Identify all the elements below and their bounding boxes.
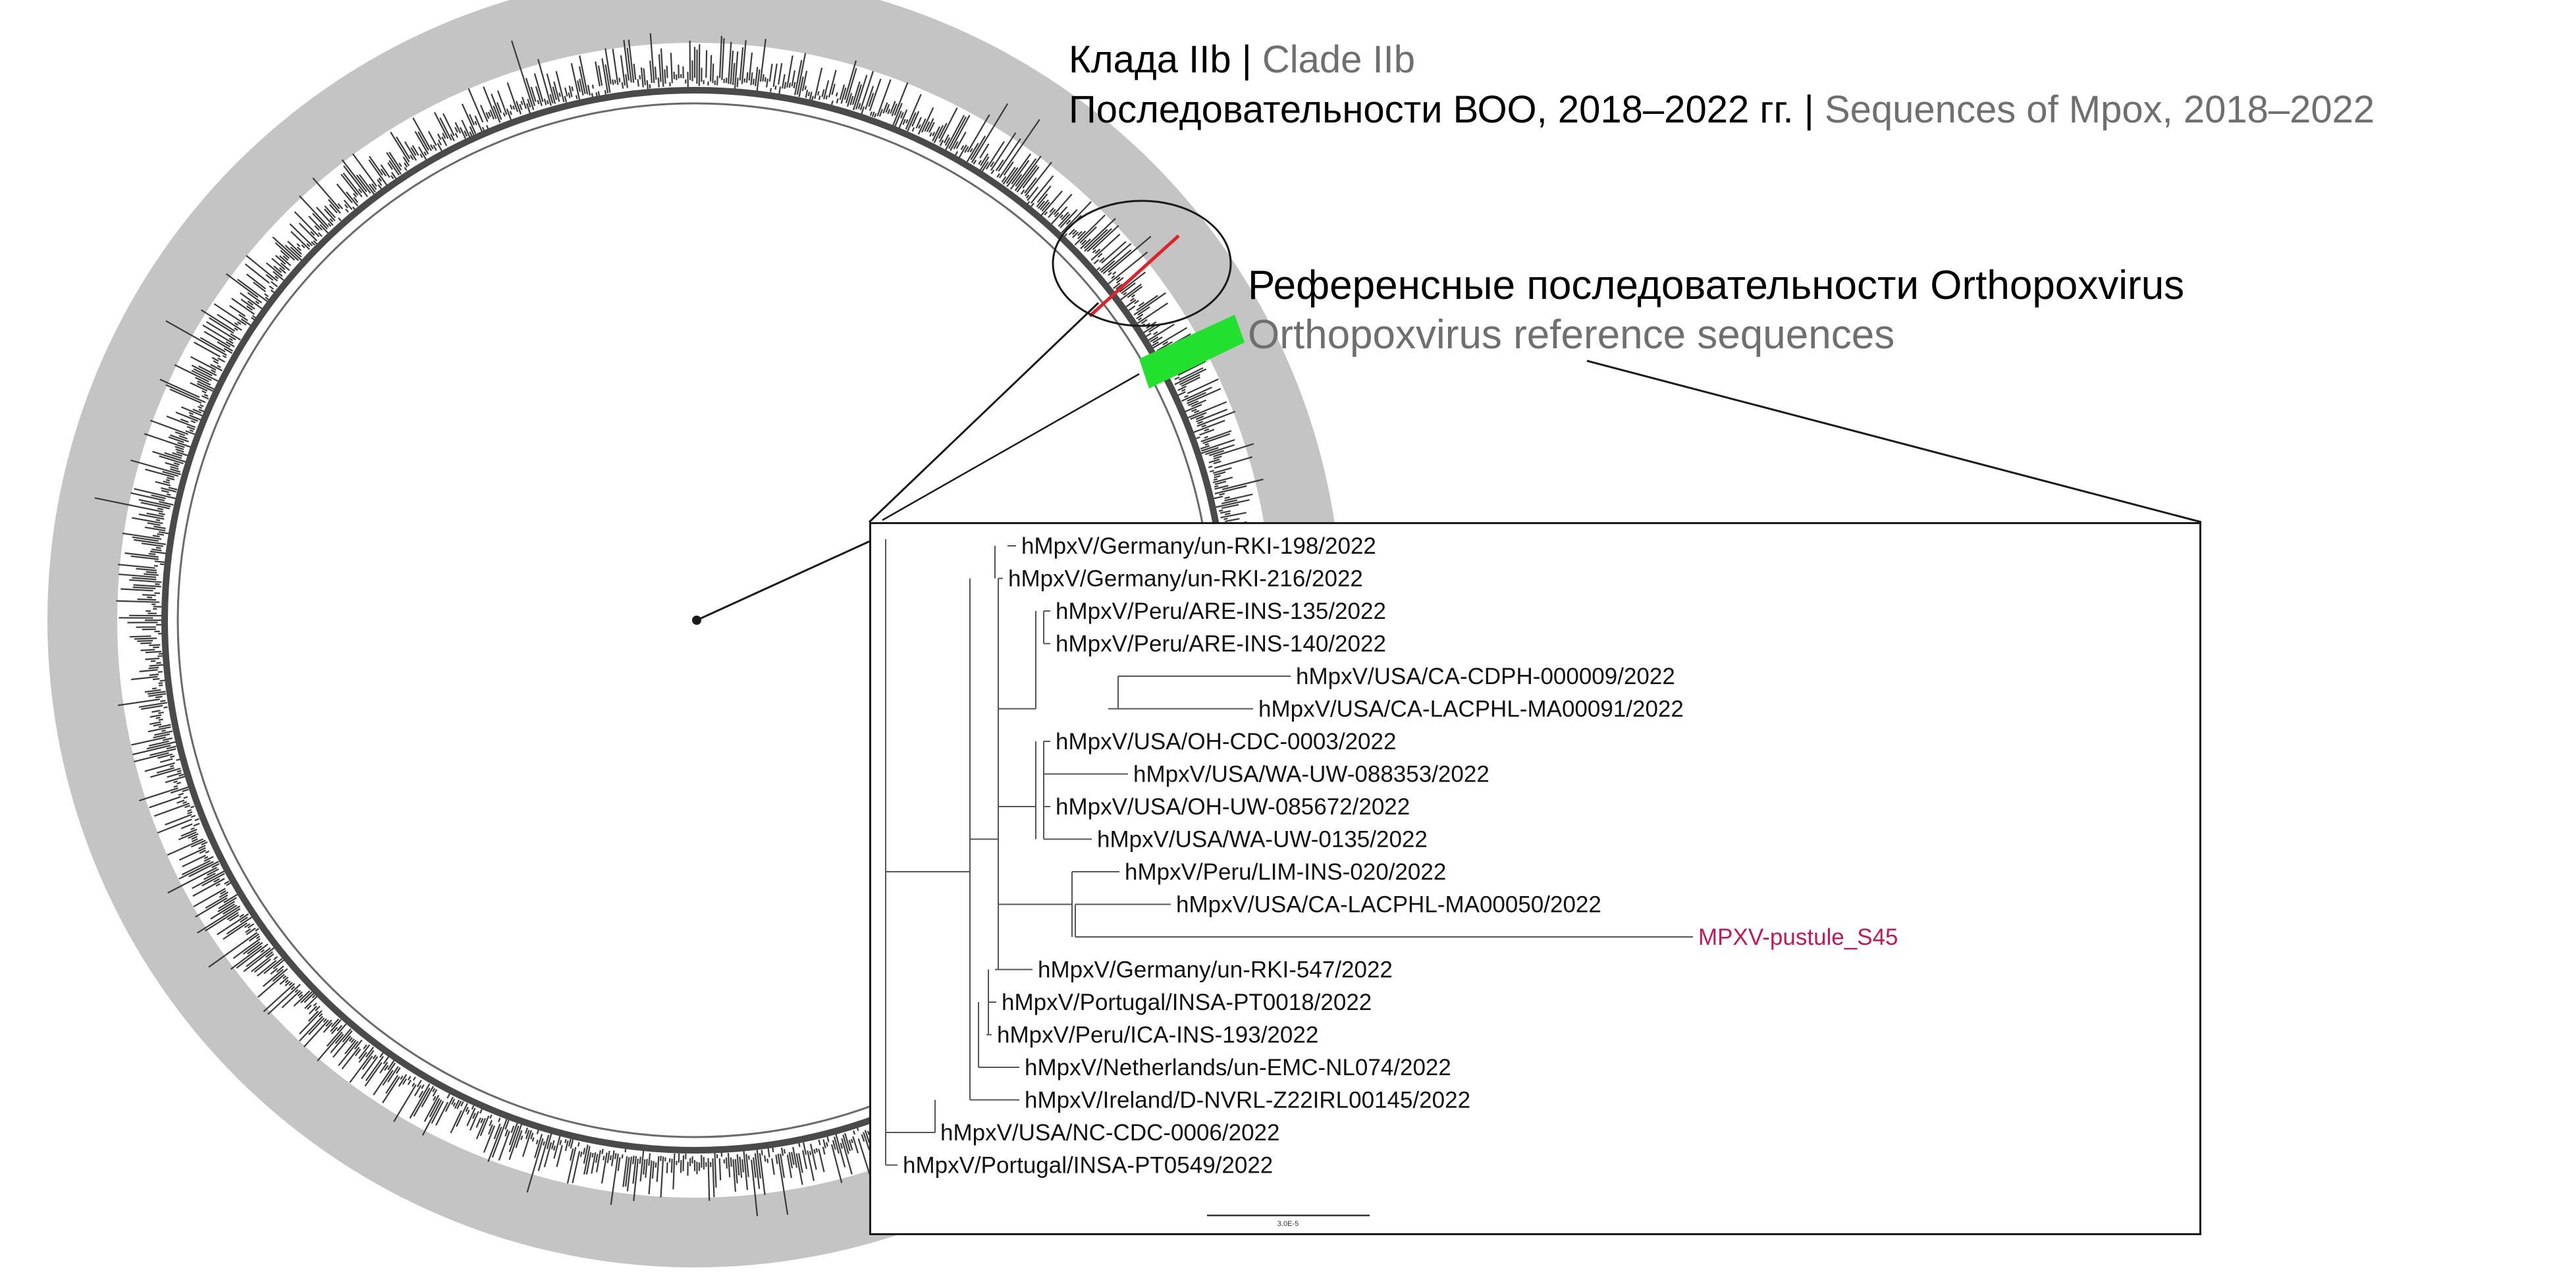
leaf-label: hMpxV/USA/CA-LACPHL-MA00050/2022 bbox=[1176, 892, 1601, 918]
leaf-label: hMpxV/Portugal/INSA-PT0018/2022 bbox=[1002, 990, 1372, 1015]
clade-title: Клада IIb | Clade IIb bbox=[1069, 41, 1415, 79]
scale-bar-label: 3.0E-5 bbox=[1277, 1220, 1299, 1228]
leaf-label: hMpxV/USA/OH-CDC-0003/2022 bbox=[1056, 729, 1396, 755]
separator: | bbox=[1231, 38, 1262, 81]
leaf-label: hMpxV/Peru/ICA-INS-193/2022 bbox=[997, 1023, 1318, 1048]
separator: | bbox=[1793, 88, 1825, 131]
sequences-subtitle-en: Sequences of Mpox, 2018–2022 bbox=[1824, 88, 2375, 131]
subtree-zoom-panel: hMpxV/Germany/un-RKI-198/2022 hMpxV/Germa… bbox=[869, 522, 2201, 1235]
query-leaf-label: MPXV-pustule_S45 bbox=[1698, 924, 1898, 950]
leaf-label: hMpxV/USA/OH-UW-085672/2022 bbox=[1056, 794, 1410, 820]
tree-root-node bbox=[692, 616, 701, 625]
leaf-label: hMpxV/Netherlands/un-EMC-NL074/2022 bbox=[1025, 1055, 1451, 1080]
subtree-plot: hMpxV/Germany/un-RKI-198/2022 hMpxV/Germa… bbox=[885, 533, 1898, 1228]
branch-lines bbox=[885, 539, 1693, 1166]
leaf-label: hMpxV/Germany/un-RKI-547/2022 bbox=[1038, 957, 1393, 983]
reference-label-en: Orthopoxvirus reference sequences bbox=[1248, 312, 1895, 358]
reference-label-ru: Референсные последовательности Orthopoxv… bbox=[1248, 263, 2185, 308]
leaf-label: hMpxV/Peru/ARE-INS-135/2022 bbox=[1056, 598, 1386, 624]
scale-bar: 3.0E-5 bbox=[1207, 1214, 1370, 1228]
zoom-connector bbox=[882, 373, 1140, 521]
leaf-label: hMpxV/USA/CA-LACPHL-MA00091/2022 bbox=[1258, 697, 1684, 722]
leaf-label: hMpxV/USA/WA-UW-088353/2022 bbox=[1133, 762, 1489, 787]
subtree-branches bbox=[885, 539, 1693, 1166]
leaf-label: hMpxV/Germany/un-RKI-216/2022 bbox=[1008, 566, 1363, 592]
leaf-label: hMpxV/USA/WA-UW-0135/2022 bbox=[1097, 827, 1428, 853]
sequences-subtitle-ru: Последовательности ВОО, 2018–2022 гг. bbox=[1069, 88, 1794, 131]
leaf-label: hMpxV/Ireland/D-NVRL-Z22IRL00145/2022 bbox=[1025, 1088, 1470, 1113]
leaf-label: hMpxV/USA/NC-CDC-0006/2022 bbox=[940, 1120, 1279, 1146]
subtree-leaf-labels: hMpxV/Germany/un-RKI-198/2022 hMpxV/Germa… bbox=[903, 533, 1898, 1179]
zoom-ellipse bbox=[1052, 199, 1232, 327]
clade-title-en: Clade IIb bbox=[1262, 38, 1416, 81]
sequences-subtitle: Последовательности ВОО, 2018–2022 гг. | … bbox=[1069, 91, 2375, 129]
leaf-label: hMpxV/USA/CA-CDPH-000009/2022 bbox=[1296, 664, 1675, 689]
zoom-connector bbox=[1586, 359, 2202, 523]
leaf-label: hMpxV/Peru/LIM-INS-020/2022 bbox=[1125, 859, 1446, 885]
zoom-connector bbox=[868, 302, 1100, 523]
clade-title-ru: Клада IIb bbox=[1069, 38, 1231, 81]
leaf-label: hMpxV/Peru/ARE-INS-140/2022 bbox=[1056, 631, 1386, 657]
query-sequence-highlight bbox=[1088, 234, 1180, 317]
leaf-label: hMpxV/Portugal/INSA-PT0549/2022 bbox=[903, 1153, 1273, 1179]
reference-sequences-highlight bbox=[1139, 315, 1245, 388]
leaf-label: hMpxV/Germany/un-RKI-198/2022 bbox=[1021, 533, 1376, 559]
